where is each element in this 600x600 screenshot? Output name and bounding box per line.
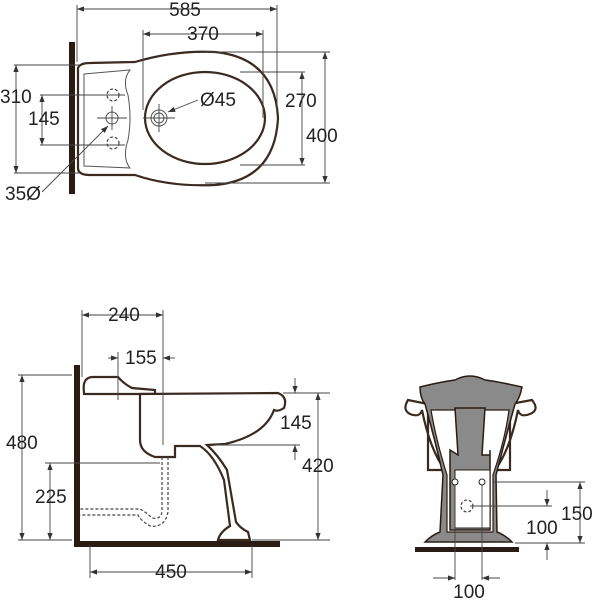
fixing-panel-window (454, 469, 491, 529)
floor-front (415, 547, 519, 552)
dim-155: 155 (125, 348, 157, 369)
tap-deck (83, 69, 132, 169)
fixing-bolt-left (451, 478, 459, 486)
dim-145-side: 145 (280, 413, 312, 434)
dim-420: 420 (302, 456, 334, 477)
side-view: 240 155 480 420 145 225 450 (6, 305, 334, 583)
dim-100-supply: 100 (526, 518, 558, 539)
wall (69, 42, 75, 194)
dim-450: 450 (155, 562, 187, 583)
tap-deck-side (82, 375, 157, 396)
dim-370: 370 (187, 24, 219, 45)
dim-240: 240 (108, 305, 140, 326)
dim-400: 400 (306, 126, 338, 147)
dim-585: 585 (169, 0, 201, 21)
floor (74, 541, 280, 547)
bidet-body-side (138, 391, 287, 542)
dim-tap-hole-diameter: 35Ø (5, 184, 41, 205)
wall-side (74, 365, 80, 547)
dim-270: 270 (285, 91, 317, 112)
dim-480: 480 (6, 433, 38, 454)
dim-100-spacing: 100 (453, 582, 485, 600)
dim-150: 150 (561, 504, 593, 525)
dim-310: 310 (0, 87, 32, 108)
front-view: 150 100 100 (404, 375, 593, 600)
waste-trap (80, 457, 169, 527)
dim-225: 225 (35, 487, 67, 508)
fixing-bolt-right (478, 478, 486, 486)
tap-hole-option-bottom (106, 136, 120, 150)
top-view: 585 370 400 270 310 145 Ø45 35Ø (0, 0, 338, 205)
dim-145: 145 (28, 109, 60, 130)
dim-waste-diameter: Ø45 (200, 90, 236, 111)
